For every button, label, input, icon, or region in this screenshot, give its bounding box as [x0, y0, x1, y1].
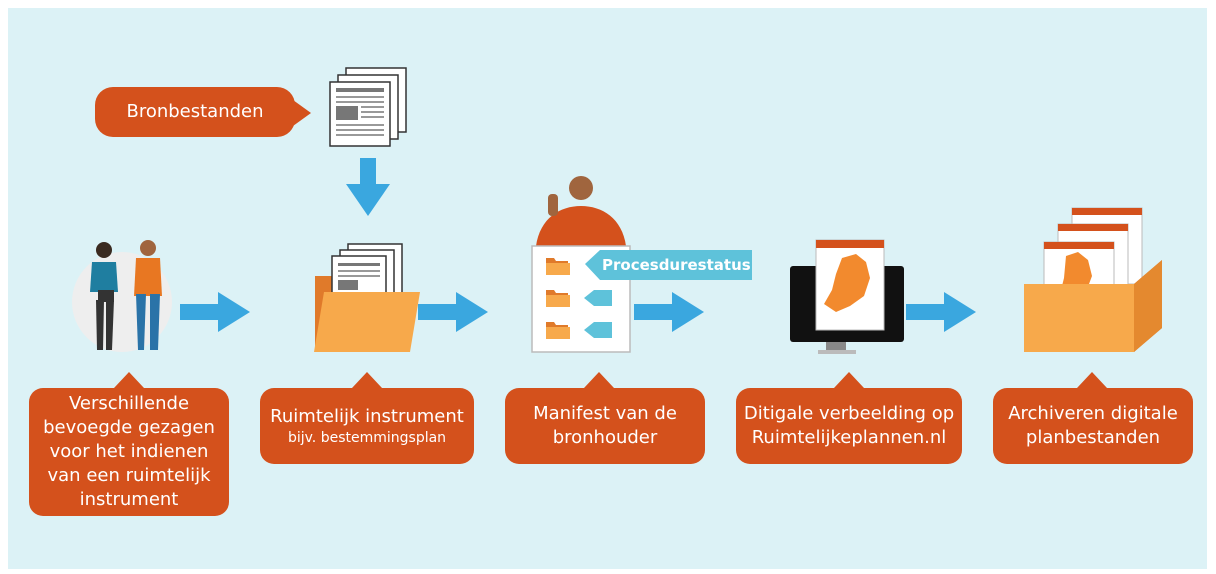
- step3-line: Manifest van de: [533, 403, 677, 424]
- procedurestatus-label: Procesdurestatus: [602, 256, 751, 274]
- bubble-tail: [584, 372, 614, 388]
- arrow-right-icon: [634, 292, 704, 332]
- step2-bubble: Ruimtelijk instrument bijv. bestemmingsp…: [260, 388, 474, 464]
- documents-icon: [329, 67, 407, 147]
- step1-line: Verschillende: [68, 393, 190, 414]
- step4-line: Ditigale verbeelding op: [743, 403, 955, 424]
- arrow-right-icon: [418, 292, 488, 332]
- step1-line: bevoegde gezagen: [43, 417, 215, 438]
- arrow-right-icon: [906, 292, 976, 332]
- bubble-tail: [352, 372, 382, 388]
- step5-bubble: Archiveren digitale planbestanden: [993, 388, 1193, 464]
- step5-line: Archiveren digitale: [1008, 403, 1178, 424]
- step4-line: Ruimtelijkeplannen.nl: [751, 427, 947, 448]
- monitor-map-icon: [790, 239, 904, 354]
- people-icon: [72, 240, 172, 352]
- bronbestanden-bubble: Bronbestanden: [95, 87, 295, 137]
- person-thumbs-up-icon: [536, 176, 626, 246]
- bubble-tail: [1077, 372, 1107, 388]
- status-tag: [585, 250, 752, 280]
- arrow-down-icon: [346, 158, 390, 216]
- archive-box-icon: [1024, 207, 1162, 352]
- step1-line: instrument: [79, 489, 179, 510]
- step3-bubble: Manifest van de bronhouder: [505, 388, 705, 464]
- step3-line: bronhouder: [552, 427, 658, 448]
- step1-bubble: Verschillende bevoegde gezagen voor het …: [29, 388, 229, 516]
- bubble-tail: [834, 372, 864, 388]
- step5-line: planbestanden: [1025, 427, 1161, 448]
- bubble-tail: [114, 372, 144, 388]
- step4-bubble: Ditigale verbeelding op Ruimtelijkeplann…: [736, 388, 962, 464]
- step1-line: voor het indienen: [49, 441, 209, 462]
- arrow-right-icon: [180, 292, 250, 332]
- step2-subtitle: bijv. bestemmingsplan: [287, 430, 447, 446]
- step1-line: van een ruimtelijk: [47, 465, 211, 486]
- step2-title: Ruimtelijk instrument: [270, 406, 464, 427]
- bubble-tail: [293, 100, 311, 126]
- folder-icon: [314, 243, 420, 352]
- bronbestanden-label: Bronbestanden: [126, 101, 264, 122]
